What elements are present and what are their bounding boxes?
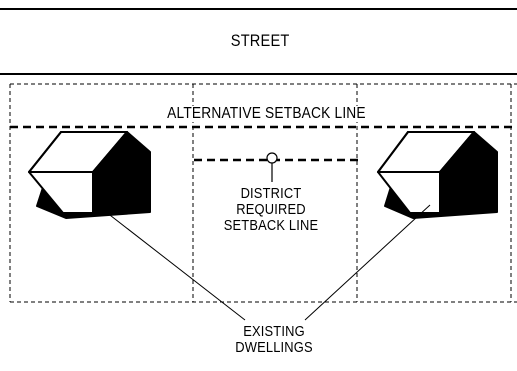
district-setback-marker (266, 152, 278, 164)
dwelling-left (28, 131, 151, 219)
existing-dwellings-label: EXISTING DWELLINGS (235, 323, 313, 356)
dwelling-right (377, 131, 498, 219)
dwelling-leader-right (304, 204, 431, 321)
dwelling-leader-left (96, 204, 246, 321)
district-setback-label: DISTRICT REQUIRED SETBACK LINE (223, 185, 319, 234)
street-label: STREET (230, 31, 290, 50)
alternative-setback-label: ALTERNATIVE SETBACK LINE (165, 105, 368, 122)
